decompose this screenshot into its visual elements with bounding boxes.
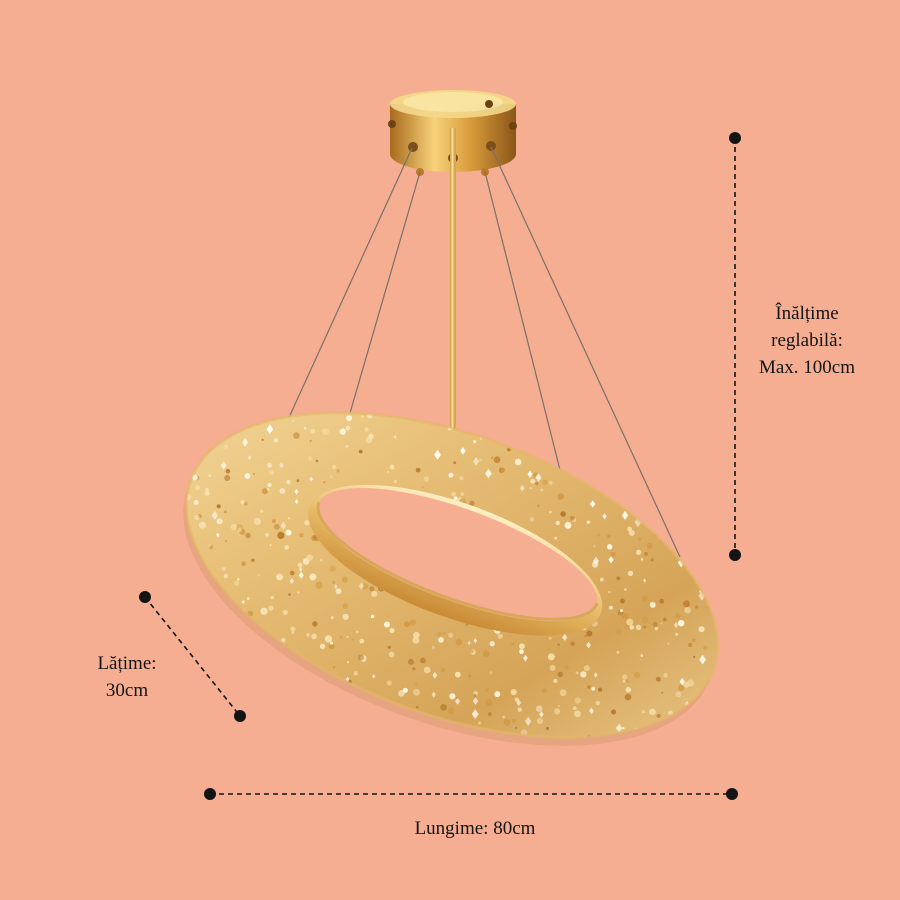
length-end-dot	[726, 788, 738, 800]
width-label-line2: 30cm	[105, 680, 149, 701]
height-label-line2: reglabilă:	[771, 330, 843, 351]
width-label: Lățime: 30cm	[62, 650, 192, 704]
width-label-line1: Lățime:	[97, 653, 157, 674]
height-label-line3: Max. 100cm	[758, 357, 856, 378]
length-label: Lungime: 80cm	[360, 815, 590, 842]
width-start-dot	[139, 591, 151, 603]
height-bottom-dot	[729, 549, 741, 561]
crystal-ring	[100, 350, 800, 770]
height-top-dot	[729, 132, 741, 144]
length-label-line1: Lungime: 80cm	[414, 818, 536, 839]
length-start-dot	[204, 788, 216, 800]
width-dimension-line	[144, 596, 241, 717]
height-label-line1: Înălțime	[775, 303, 839, 324]
height-label: Înălțime reglabilă: Max. 100cm	[742, 300, 872, 381]
width-end-dot	[234, 710, 246, 722]
